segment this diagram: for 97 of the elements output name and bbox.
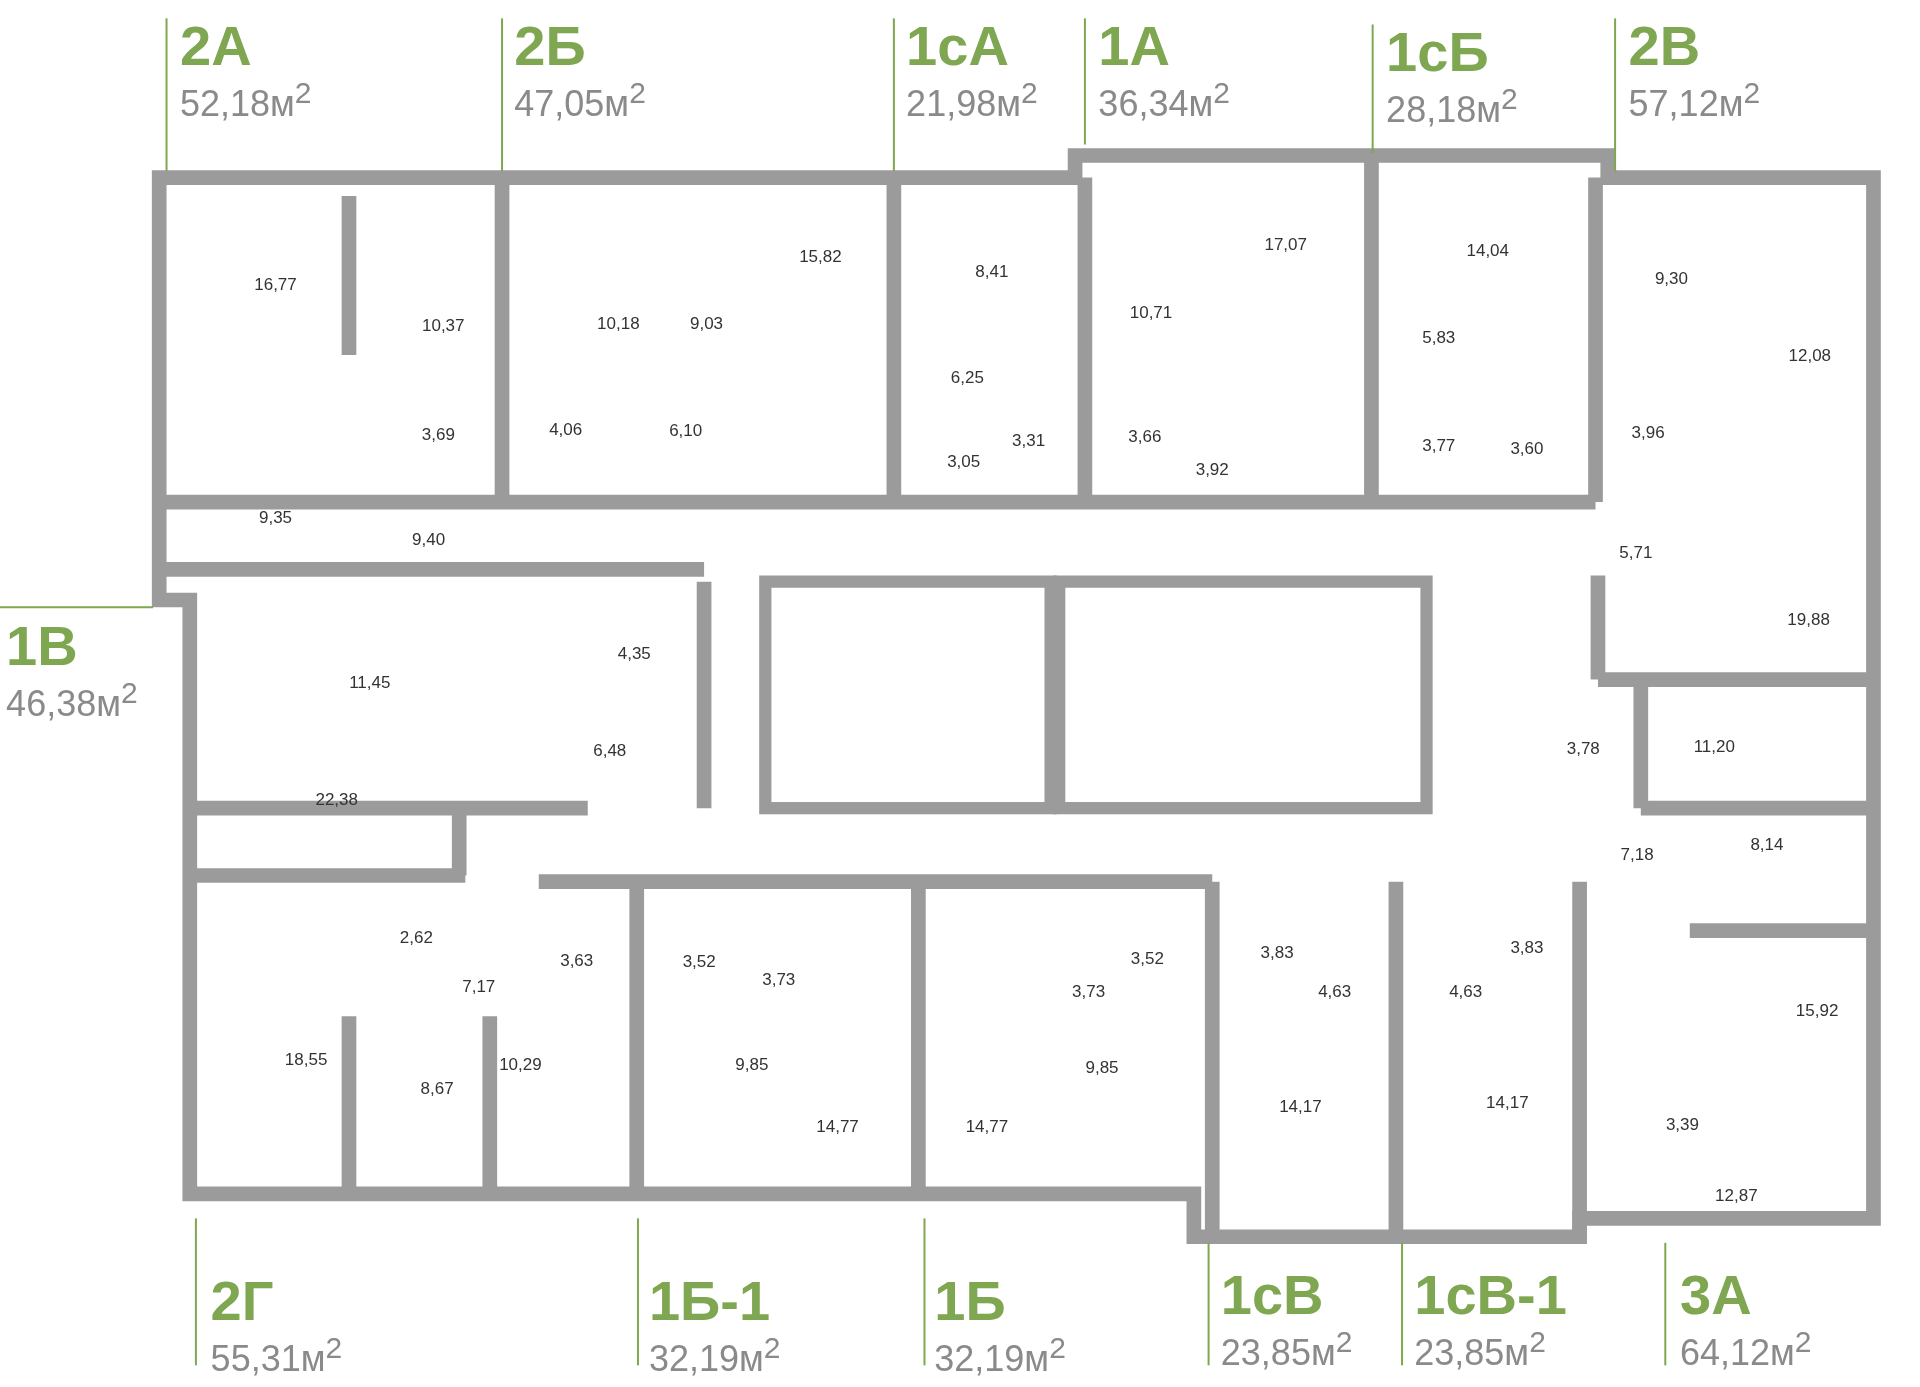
room-area: 3,52 — [682, 952, 716, 973]
leader-line — [1614, 17, 1617, 173]
room-area: 9,85 — [1085, 1057, 1119, 1078]
apartment-area: 23,85м$^{2}$ — [1414, 1327, 1567, 1372]
apartment-type: 1В — [6, 618, 79, 675]
room-area: 19,88 — [1787, 609, 1830, 630]
apartment-type: 1Б — [934, 1273, 1007, 1330]
apartment-type: 1Б-1 — [648, 1273, 772, 1330]
apartment-type: 2Г — [210, 1273, 275, 1330]
room-area: 9,30 — [1654, 269, 1688, 290]
leader-line — [1207, 1241, 1210, 1367]
room-area: 10,71 — [1129, 303, 1173, 324]
room-area: 9,03 — [689, 314, 724, 335]
apartment-type: 1А — [1098, 18, 1171, 75]
room-area: 15,82 — [799, 247, 842, 268]
room-area: 4,35 — [617, 643, 651, 664]
room-area: 4,06 — [549, 419, 583, 440]
room-area: 5,83 — [1422, 327, 1456, 348]
room-area: 3,66 — [1128, 427, 1162, 448]
room-area: 7,18 — [1620, 844, 1654, 865]
room-area: 12,87 — [1715, 1186, 1758, 1207]
apartment-type: 2Б — [514, 18, 587, 75]
room-area: 4,63 — [1318, 981, 1352, 1002]
room-area: 6,48 — [593, 740, 627, 761]
room-area: 18,55 — [284, 1050, 328, 1071]
room-area: 8,14 — [1750, 834, 1784, 855]
apartment-type: 3А — [1680, 1267, 1753, 1324]
apartment-area: 47,05м$^{2}$ — [514, 78, 646, 123]
apartment-type: 2В — [1628, 18, 1702, 75]
room-area: 14,17 — [1279, 1096, 1322, 1117]
apartment-area: 28,18м$^{2}$ — [1386, 84, 1518, 129]
leader-line — [1371, 23, 1374, 155]
room-area: 6,10 — [669, 421, 703, 441]
apartment-area: 46,38м$^{2}$ — [6, 678, 138, 723]
room-area: 10,37 — [422, 315, 465, 336]
leader-line — [636, 1217, 639, 1367]
room-area: 7,17 — [462, 976, 496, 997]
apartment-type: 1сВ-1 — [1414, 1267, 1567, 1324]
room-area: 3,52 — [1130, 948, 1164, 969]
room-area: 3,31 — [1012, 430, 1046, 451]
room-area: 12,08 — [1788, 346, 1832, 367]
room-area: 11,20 — [1693, 736, 1735, 757]
room-area: 14,77 — [816, 1116, 859, 1137]
apartment-area: 57,12м$^{2}$ — [1628, 78, 1761, 123]
room-area: 3,39 — [1665, 1115, 1699, 1136]
room-area: 14,77 — [965, 1116, 1009, 1137]
room-area: 14,04 — [1466, 241, 1509, 261]
room-area: 3,92 — [1195, 460, 1229, 481]
leader-line — [1664, 1241, 1667, 1367]
apartment-type: 1сА — [906, 18, 1010, 75]
room-area: 5,71 — [1619, 543, 1653, 564]
room-area: 8,67 — [420, 1078, 454, 1099]
room-area: 9,85 — [735, 1055, 769, 1076]
leader-line — [1401, 1241, 1404, 1367]
leader-line — [1083, 17, 1086, 146]
room-area: 9,35 — [258, 507, 293, 528]
room-area: 8,41 — [975, 261, 1009, 282]
room-area: 10,18 — [597, 314, 640, 335]
room-area: 14,17 — [1486, 1093, 1529, 1114]
apartment-area: 64,12м$^{2}$ — [1680, 1327, 1812, 1372]
apartment-area: 23,85м$^{2}$ — [1220, 1327, 1353, 1372]
apartment-type: 1сБ — [1386, 24, 1490, 81]
room-area: 3,77 — [1422, 435, 1456, 456]
apartment-area: 21,98м$^{2}$ — [906, 78, 1038, 123]
room-area: 4,63 — [1449, 981, 1483, 1002]
room-area: 16,77 — [254, 275, 297, 296]
room-area: 3,60 — [1510, 439, 1544, 460]
room-area: 17,07 — [1264, 234, 1307, 255]
leader-line — [501, 17, 504, 173]
room-area: 22,38 — [315, 789, 358, 810]
leader-line — [194, 1217, 197, 1367]
leader-line — [0, 606, 155, 609]
room-area: 10,29 — [499, 1055, 542, 1076]
room-area: 3,83 — [1260, 942, 1294, 963]
room-area: 3,83 — [1510, 937, 1544, 958]
room-area: 15,92 — [1795, 1001, 1839, 1022]
apartment-type: 1сВ — [1220, 1267, 1325, 1324]
room-area: 11,45 — [349, 673, 391, 694]
leader-line — [923, 1217, 926, 1367]
apartment-area: 52,18м$^{2}$ — [180, 78, 312, 123]
room-area: 3,69 — [421, 424, 455, 445]
room-area: 2,62 — [399, 927, 433, 948]
room-area: 3,05 — [947, 451, 981, 472]
apartment-type: 2А — [180, 18, 253, 75]
apartment-area: 32,19м$^{2}$ — [934, 1333, 1066, 1378]
room-area: 3,96 — [1631, 423, 1665, 444]
leader-line — [165, 17, 168, 173]
apartment-area: 36,34м$^{2}$ — [1098, 78, 1230, 123]
room-area: 6,25 — [950, 368, 984, 389]
room-area: 3,73 — [762, 969, 796, 990]
room-area: 3,63 — [560, 951, 594, 972]
apartment-area: 55,31м$^{2}$ — [210, 1333, 343, 1378]
room-area: 3,78 — [1566, 739, 1600, 760]
room-area: 9,40 — [412, 530, 446, 550]
leader-line — [892, 17, 895, 173]
room-area: 3,73 — [1072, 981, 1106, 1002]
apartment-area: 32,19м$^{2}$ — [648, 1333, 781, 1378]
